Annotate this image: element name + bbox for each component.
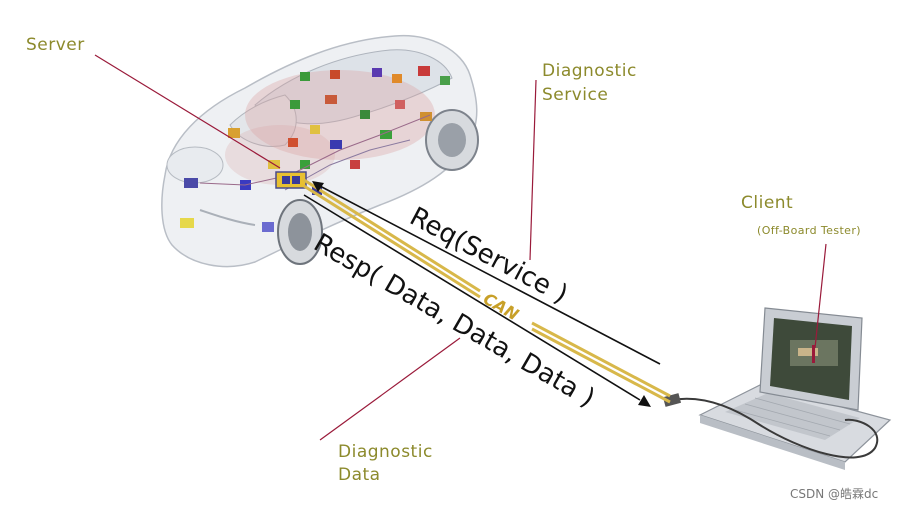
diagnostic-service-label-line1: Diagnostic — [542, 61, 637, 81]
laptop-tester-icon — [663, 308, 890, 470]
diagnostic-data-label-line1: Diagnostic — [338, 442, 433, 462]
client-label: Client — [741, 193, 793, 213]
response-arrow — [304, 195, 651, 407]
client-sub-label: (Off-Board Tester) — [757, 224, 861, 237]
watermark: CSDN @皓霖dc — [790, 487, 878, 501]
service-leader — [530, 80, 536, 260]
data-leader — [320, 338, 460, 440]
diagnostic-data-label-line2: Data — [338, 465, 381, 485]
can-bus-label: CAN — [480, 289, 523, 325]
diagnostic-service-label-line2: Service — [542, 85, 608, 105]
can-bus-lines — [304, 180, 670, 402]
server-label: Server — [26, 35, 85, 55]
